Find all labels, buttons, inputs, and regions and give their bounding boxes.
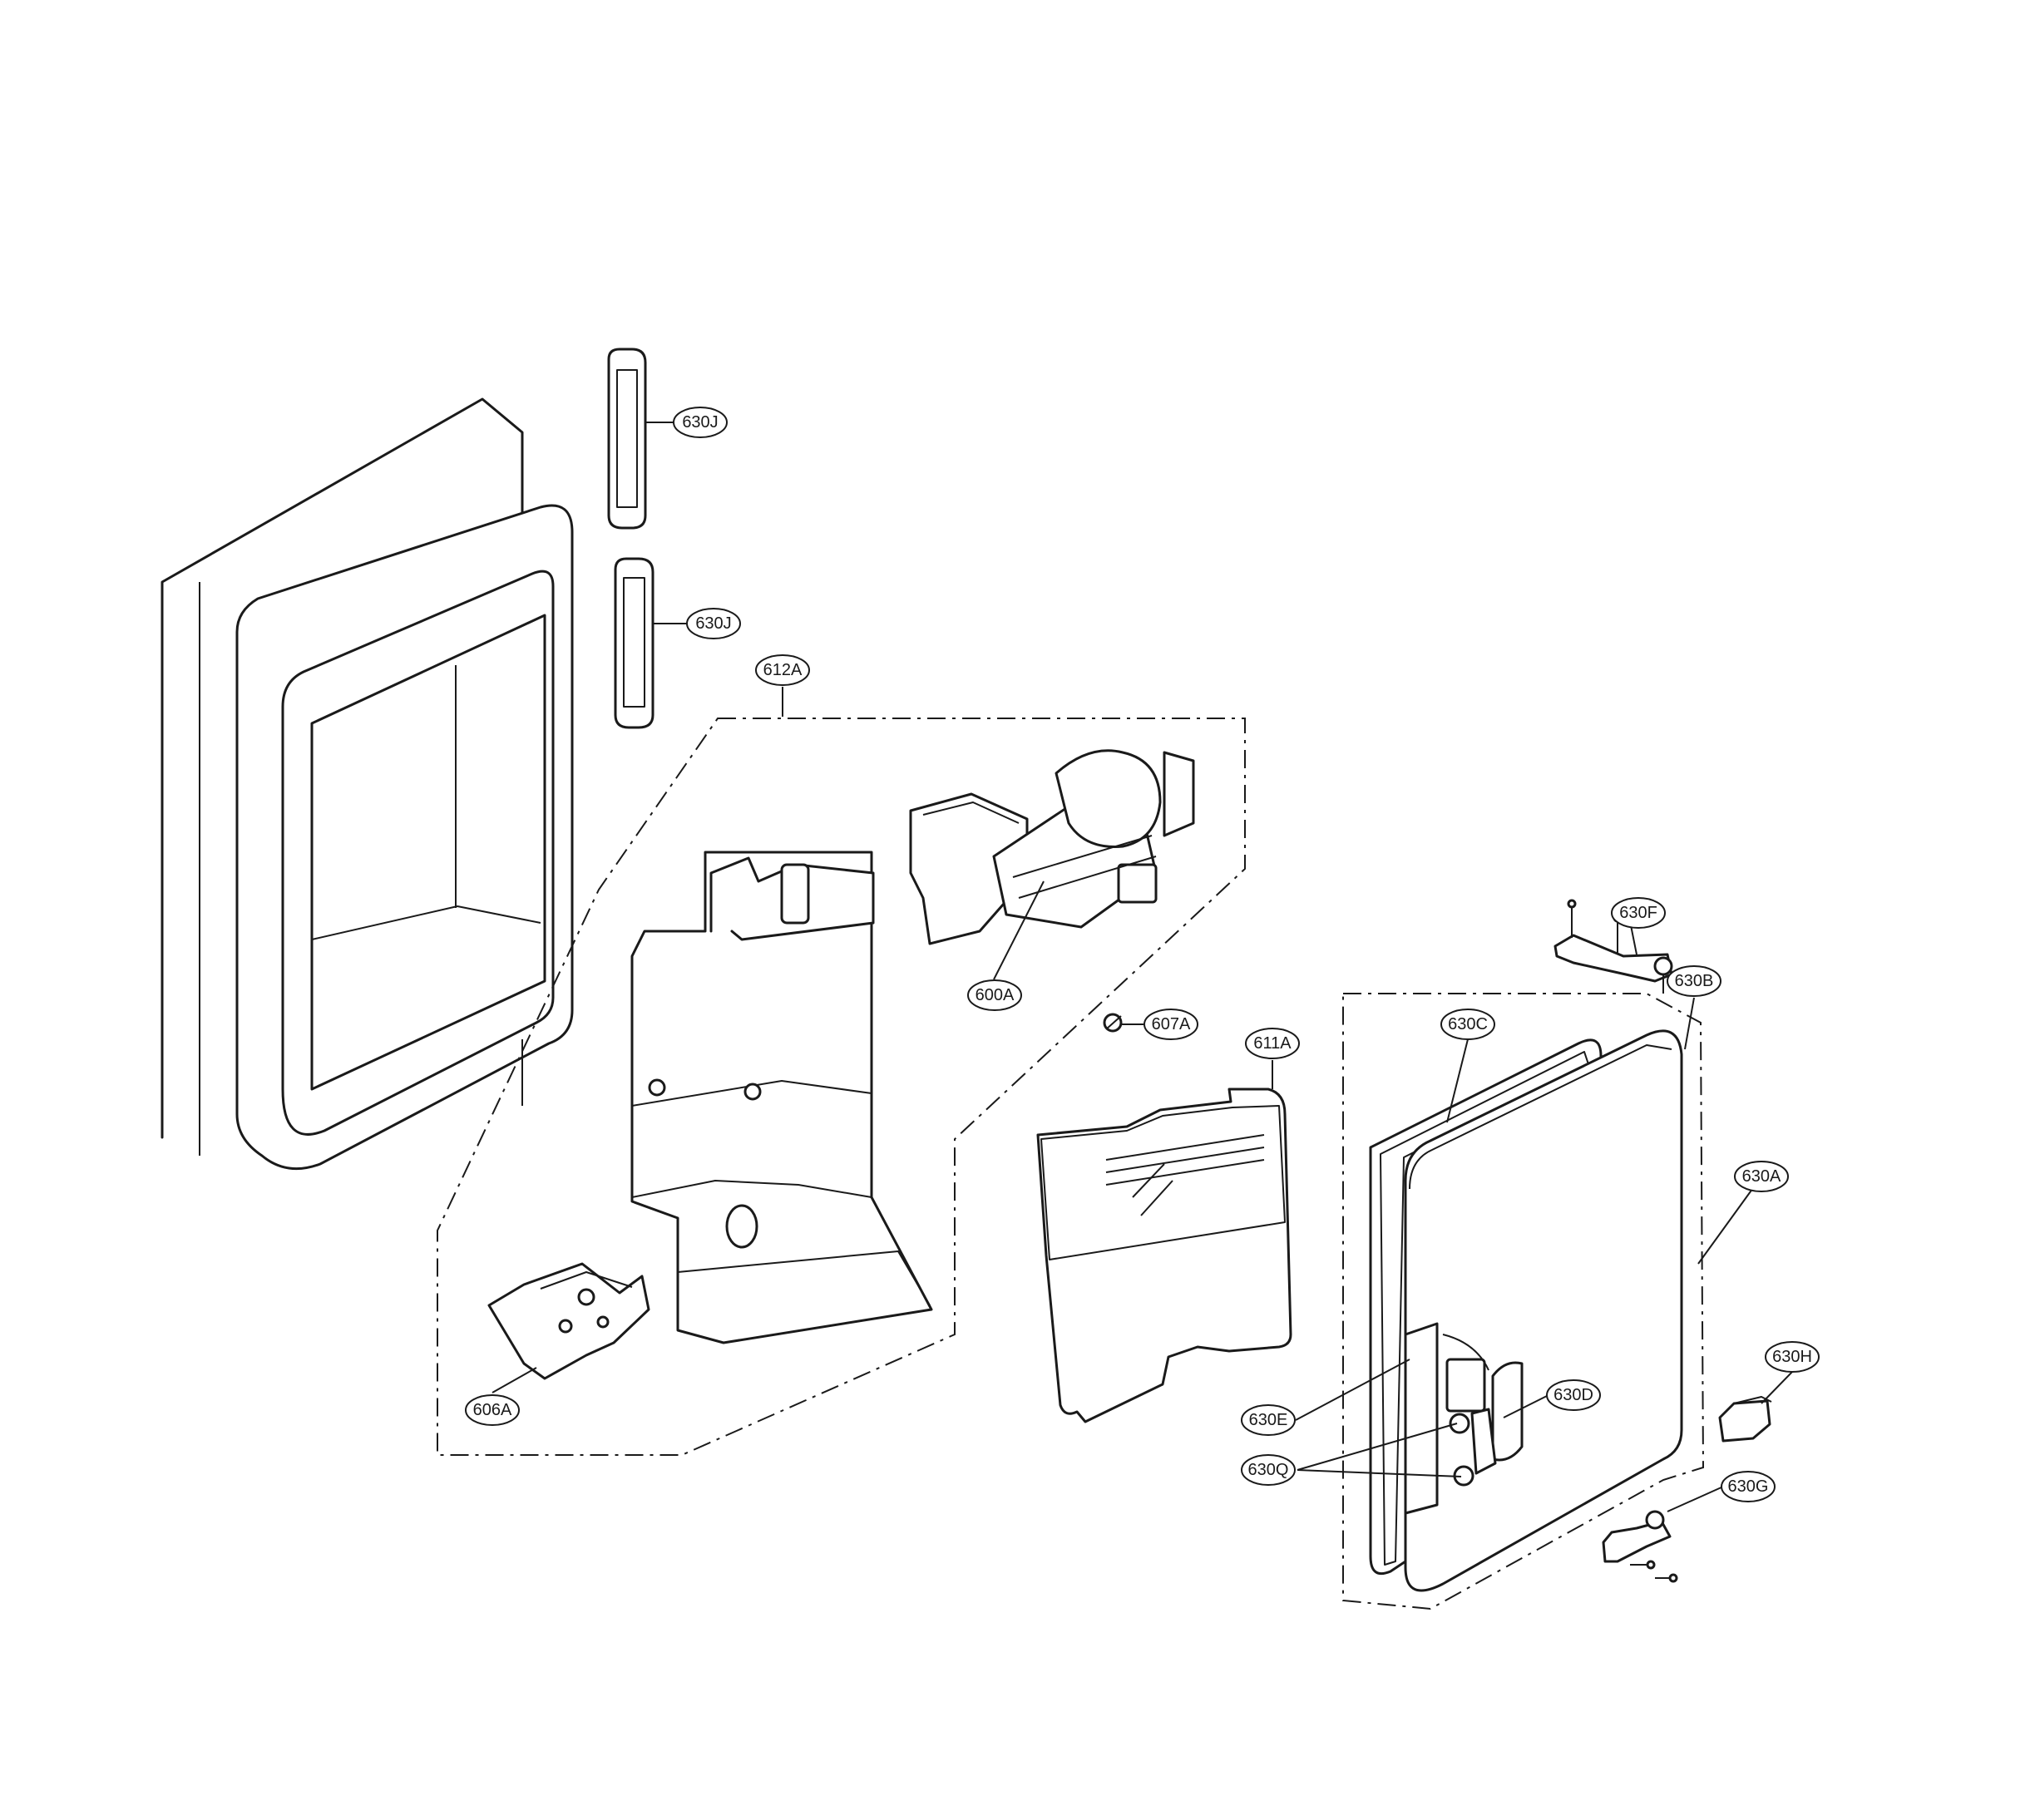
callout-630J-upper: 630J xyxy=(673,407,728,438)
callout-611A: 611A xyxy=(1245,1028,1300,1059)
assembly-boundary-612A xyxy=(437,718,1246,1456)
callout-606A: 606A xyxy=(465,1394,520,1426)
motor-part xyxy=(487,1262,650,1380)
callout-630C: 630C xyxy=(1440,1009,1495,1040)
callout-630H: 630H xyxy=(1765,1341,1820,1373)
ice-bin-bracket xyxy=(630,851,933,1344)
door-hinge-bracket-bottom xyxy=(1602,1510,1678,1583)
callout-630G: 630G xyxy=(1721,1471,1776,1502)
callout-630E: 630E xyxy=(1241,1404,1296,1436)
svg-text:630J: 630J xyxy=(695,614,731,633)
svg-text:630A: 630A xyxy=(1742,1167,1781,1186)
callout-630B: 630B xyxy=(1667,965,1721,997)
svg-text:607A: 607A xyxy=(1152,1015,1191,1033)
callout-630A: 630A xyxy=(1734,1161,1789,1192)
svg-text:630F: 630F xyxy=(1619,904,1657,922)
svg-text:630J: 630J xyxy=(682,413,718,432)
trim-piece-upper xyxy=(607,348,647,530)
callout-612A: 612A xyxy=(755,654,810,686)
svg-text:612A: 612A xyxy=(763,661,803,679)
callout-630Q: 630Q xyxy=(1241,1454,1296,1486)
svg-text:611A: 611A xyxy=(1253,1034,1292,1053)
svg-text:630Q: 630Q xyxy=(1248,1461,1289,1479)
door-hinge-bracket-top xyxy=(1553,899,1673,994)
callout-630D: 630D xyxy=(1546,1379,1601,1411)
door-hinge-parts xyxy=(1404,1322,1524,1515)
svg-text:630H: 630H xyxy=(1772,1348,1812,1366)
svg-text:630D: 630D xyxy=(1553,1386,1593,1404)
svg-text:606A: 606A xyxy=(473,1401,512,1419)
assembly-boundary-630A xyxy=(1342,993,1705,1610)
trim-piece-lower xyxy=(614,557,654,729)
callout-607A: 607A xyxy=(1143,1009,1198,1040)
svg-text:600A: 600A xyxy=(976,986,1015,1004)
callout-600A: 600A xyxy=(967,979,1022,1011)
hinge-cover-part xyxy=(1718,1396,1772,1443)
svg-text:630B: 630B xyxy=(1675,972,1714,990)
door-panel-left xyxy=(161,397,574,1171)
ice-bin-cover xyxy=(1036,1088,1292,1423)
knob-part xyxy=(1103,1013,1123,1033)
svg-text:630G: 630G xyxy=(1728,1477,1769,1496)
svg-text:630E: 630E xyxy=(1249,1411,1288,1429)
ice-maker-assembly xyxy=(909,749,1195,945)
callout-630F: 630F xyxy=(1611,897,1666,929)
svg-text:630C: 630C xyxy=(1448,1015,1488,1033)
callout-630J-lower: 630J xyxy=(686,608,741,639)
